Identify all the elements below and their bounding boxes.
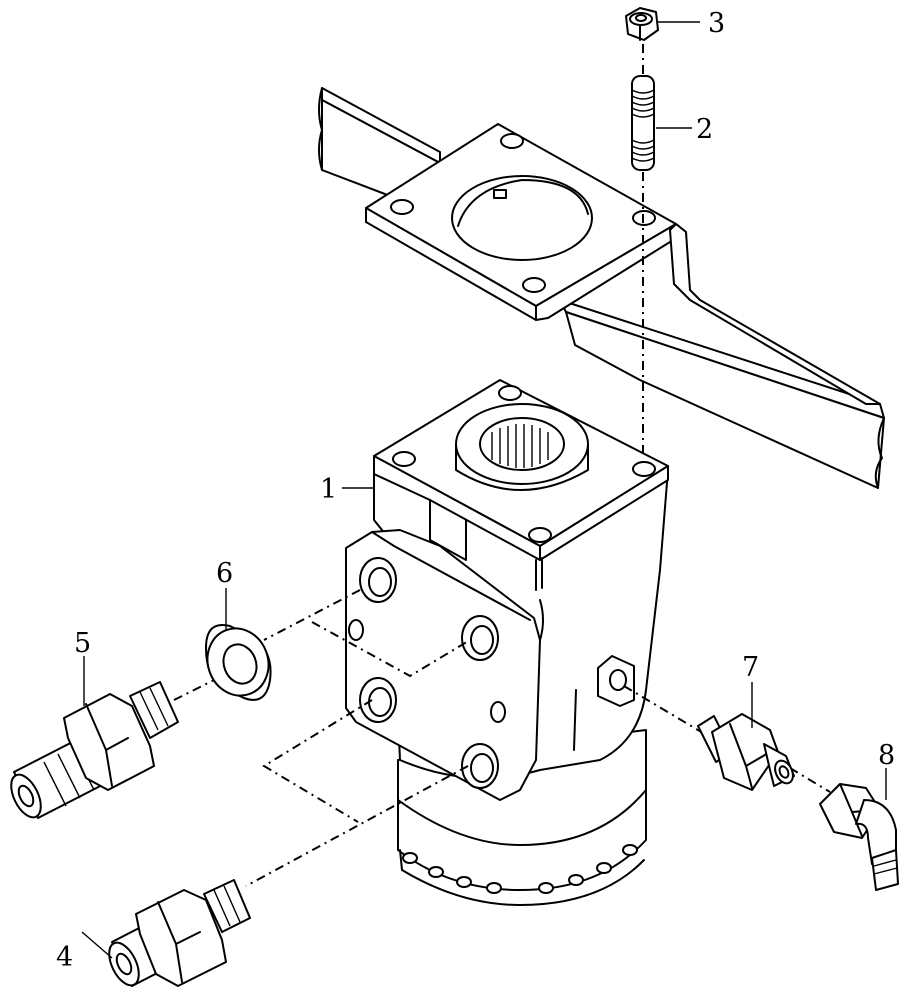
- leader-lines: [81, 21, 887, 959]
- mounting-bracket: [318, 87, 885, 489]
- ports: [348, 557, 506, 789]
- straight-adapter-fitting: [697, 713, 795, 791]
- end-cap-bolts: [402, 844, 638, 894]
- hose-adapter-fitting-4: [108, 879, 251, 987]
- stud: [631, 75, 655, 171]
- callout-2: 2: [696, 114, 713, 145]
- callout-6: 6: [216, 558, 233, 589]
- hex-nut: [625, 7, 659, 41]
- steering-control-unit: [345, 379, 669, 906]
- spline-teeth: [491, 424, 549, 468]
- elbow-fitting: [819, 783, 899, 891]
- callout-1: 1: [320, 474, 337, 505]
- callout-3: 3: [708, 8, 725, 39]
- callout-5: 5: [74, 628, 91, 659]
- callout-4: 4: [56, 942, 73, 973]
- callout-8: 8: [878, 740, 895, 771]
- hose-adapter-fitting-5: [10, 681, 179, 819]
- sealing-washer: [205, 624, 272, 701]
- callout-7: 7: [742, 652, 759, 683]
